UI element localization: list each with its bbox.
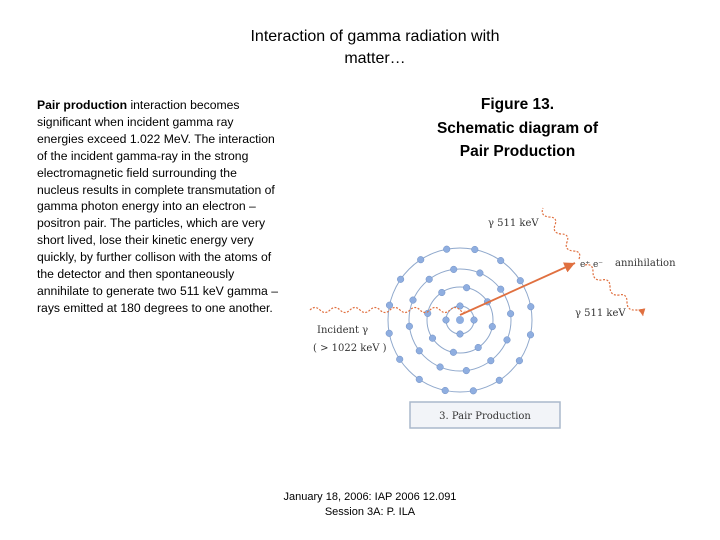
body-lead-bold: Pair production (37, 98, 128, 112)
electron-dot (425, 275, 433, 283)
electron-dot (526, 331, 535, 339)
electron-dot (527, 303, 535, 311)
electron-dot (476, 269, 484, 277)
electron-dot (487, 357, 495, 365)
electron-dot (385, 301, 394, 309)
label-energy: ( > 1022 keV ) (313, 343, 387, 354)
electron-dot (515, 357, 523, 365)
pair-production-box (409, 401, 561, 429)
electron-dot (503, 336, 511, 344)
gamma-top-wave (541, 207, 581, 260)
slide-footer: January 18, 2006: IAP 2006 12.091 Sessio… (255, 490, 485, 520)
orbit-ring (426, 286, 494, 354)
electron-dot (438, 288, 446, 297)
pair-production-ray (459, 262, 576, 316)
orbit-ring (387, 247, 533, 393)
electron-dot (474, 343, 482, 352)
electron-dot (488, 323, 496, 331)
label-annihilation: annihilation (615, 258, 676, 269)
electron-dot (463, 284, 471, 292)
electron-dot (497, 257, 505, 265)
footer-line1: January 18, 2006: IAP 2006 12.091 (283, 491, 457, 503)
footer-line2: Session 3A: P. ILA (324, 506, 416, 518)
label-incident: Incident γ (317, 325, 368, 336)
electron-dot (471, 245, 479, 254)
label-gamma-top: γ 511 keV (488, 218, 539, 229)
electron-dot (428, 334, 437, 342)
label-gamma-bottom: γ 511 keV (575, 308, 626, 319)
electron-dot (417, 256, 425, 264)
electron-dot (516, 277, 524, 285)
slide-title: Interaction of gamma radiation with matt… (200, 26, 550, 70)
figure-caption-line2: Schematic diagram of (436, 119, 599, 137)
nucleus (456, 316, 464, 324)
figure-caption-line1: Figure 13. (480, 96, 555, 113)
electron-dot (441, 386, 449, 395)
pair-production-diagram: γ 511 keV e⁺ e⁻ annihilation γ 511 keV I… (309, 207, 676, 429)
slide-title-line2: matter… (344, 50, 406, 67)
electron-dot (385, 329, 393, 337)
body-text: interaction becomes significant when inc… (37, 98, 278, 315)
figure-caption: Figure 13. Schematic diagram of Pair Pro… (410, 93, 625, 164)
electron-dot (443, 245, 451, 253)
electron-dot (495, 376, 503, 384)
electron-dot (456, 302, 464, 310)
electron-dot (396, 355, 404, 363)
electron-dot (462, 367, 470, 375)
electron-dot (424, 309, 432, 317)
figure-caption-line3: Pair Production (459, 143, 576, 160)
electron-dot (436, 363, 444, 371)
electron-dot (405, 322, 413, 330)
orbit-ring (408, 268, 512, 372)
electron-dot (415, 375, 423, 383)
electron-dot (449, 348, 457, 356)
slide-title-line1: Interaction of gamma radiation with (250, 28, 500, 45)
electron-dot (456, 330, 464, 338)
electron-dot (497, 285, 505, 293)
body-paragraph: Pair production interaction becomes sign… (37, 97, 282, 317)
electron-dot (469, 387, 477, 395)
electron-dot (397, 275, 405, 283)
gamma-bottom-wave (584, 264, 646, 317)
pair-production-box-label: 3. Pair Production (439, 411, 531, 422)
electron-dot (442, 316, 450, 324)
electron-dot (409, 296, 417, 304)
electron-dot (450, 265, 458, 273)
atom-electrons (385, 245, 535, 395)
electron-dot (470, 316, 478, 324)
incident-gamma-wave (309, 306, 466, 314)
electron-dot (415, 347, 423, 355)
label-pair: e⁺ e⁻ (580, 260, 603, 270)
electron-dot (507, 310, 515, 318)
